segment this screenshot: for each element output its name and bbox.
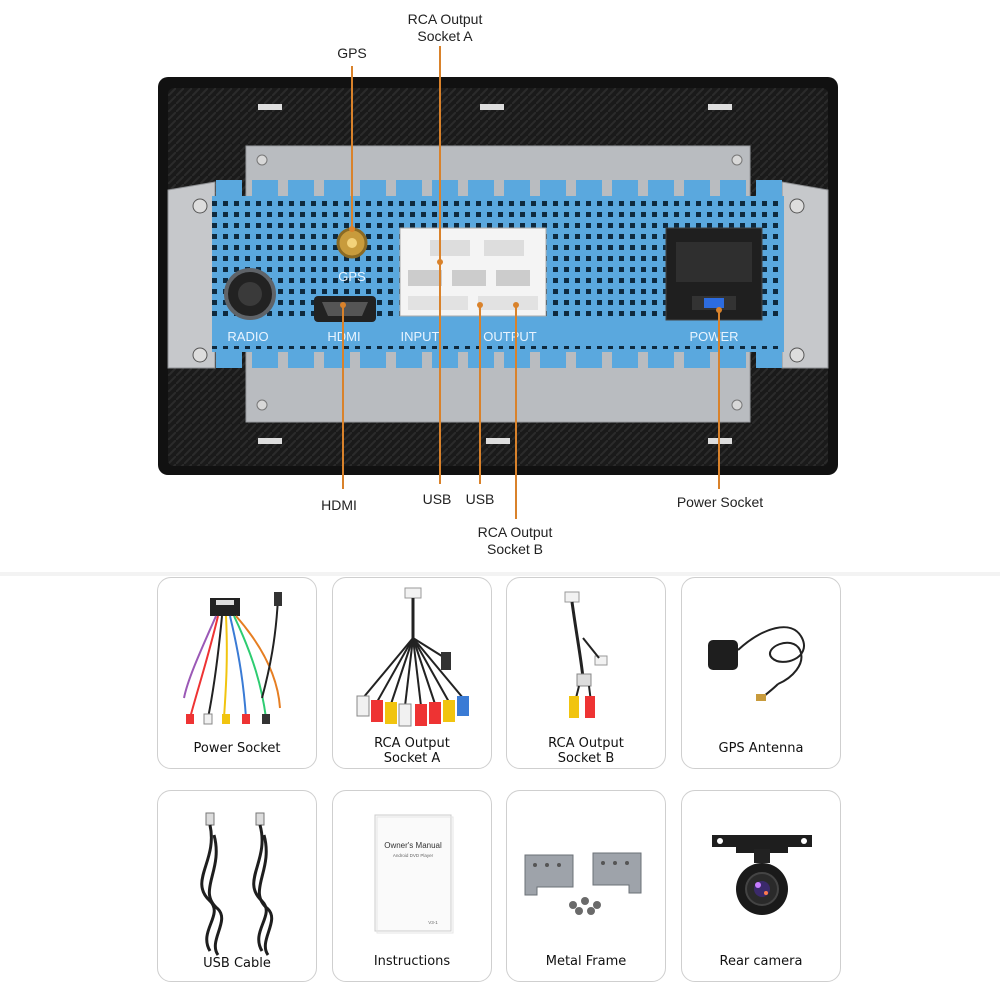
callout-rca-b: RCA Output Socket B — [460, 524, 570, 558]
callout-rca-b-line1: RCA Output — [477, 524, 553, 540]
rca-cable-b-image — [564, 591, 608, 718]
accessory-card-rca-b: RCA Output Socket B — [506, 577, 666, 769]
callout-usb-1: USB — [422, 491, 452, 507]
callout-usb-2: USB — [465, 491, 495, 507]
accessory-card-rca-a: RCA Output Socket A — [332, 577, 492, 769]
panel-input-text: INPUT — [401, 329, 440, 344]
accessory-label: USB Cable — [203, 956, 271, 971]
accessory-label: RCA Output Socket B — [507, 736, 665, 766]
accessory-label: GPS Antenna — [718, 741, 804, 756]
accessory-label: RCA Output Socket A — [333, 736, 491, 766]
callout-hdmi: HDMI — [321, 497, 357, 513]
accessory-card-power-socket: Power Socket — [157, 577, 317, 769]
accessory-label: Rear camera — [719, 954, 803, 969]
callout-rca-a-line1: RCA Output — [407, 11, 483, 27]
callout-gps: GPS — [337, 45, 367, 61]
callout-rca-a: RCA Output Socket A — [390, 11, 500, 45]
panel-output-text: OUTPUT — [483, 329, 537, 344]
accessory-card-rear-camera: Rear camera — [681, 790, 841, 982]
panel-gps-text: GPS — [338, 269, 366, 284]
accessory-card-usb-cable: USB Cable — [157, 790, 317, 982]
callout-rca-a-line2: Socket A — [417, 28, 473, 44]
metal-frame-image — [524, 852, 642, 915]
accessory-card-instructions: Owner's Manual Android DVD Player V3-1 I… — [332, 790, 492, 982]
accessory-label: Instructions — [373, 954, 451, 969]
callout-lines — [342, 46, 720, 519]
manual-booklet-image: Owner's Manual Android DVD Player V3-1 — [374, 814, 454, 934]
accessory-card-gps-antenna: GPS Antenna — [681, 577, 841, 769]
usb-cable-image — [200, 812, 274, 956]
callout-power-socket: Power Socket — [676, 494, 764, 510]
manual-title-text: Owner's Manual — [384, 841, 442, 850]
head-unit-back-panel: GPS RADIO HDMI INPUT OUTPUT POWER — [158, 46, 838, 519]
accessory-label: Power Socket — [193, 741, 281, 756]
accessory-label-line2: Socket A — [383, 751, 441, 766]
rca-cable-a-image — [356, 587, 469, 727]
panel-power-text: POWER — [689, 329, 738, 344]
gps-antenna-image — [708, 626, 805, 701]
manual-footer-text: V3-1 — [428, 920, 438, 925]
separator — [0, 572, 1000, 576]
callout-rca-b-line2: Socket B — [486, 541, 544, 557]
panel-radio-text: RADIO — [227, 329, 268, 344]
accessory-label-line2: Socket B — [557, 751, 615, 766]
device-diagram: GPS RADIO HDMI INPUT OUTPUT POWER GPS RC… — [158, 11, 838, 558]
accessory-label-line1: RCA Output — [548, 736, 624, 751]
manual-subtitle-text: Android DVD Player — [393, 853, 434, 858]
wiring-harness-image — [183, 592, 282, 725]
accessory-label: Metal Frame — [545, 954, 627, 969]
accessory-label-line1: RCA Output — [374, 736, 450, 751]
rear-camera-image — [712, 835, 812, 915]
accessory-card-metal-frame: Metal Frame — [506, 790, 666, 982]
